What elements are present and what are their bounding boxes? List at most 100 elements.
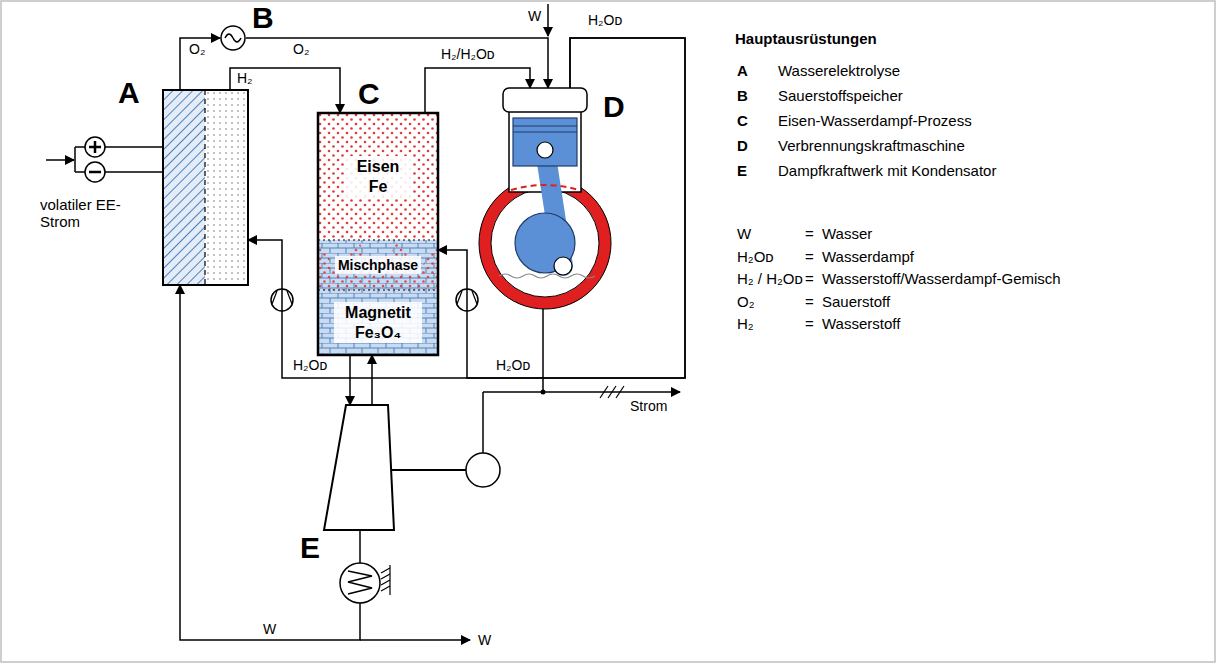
flow-label: Strom <box>630 398 667 414</box>
iron-fill <box>318 113 438 240</box>
piston-ring <box>513 132 577 133</box>
water-feed <box>547 4 549 36</box>
cooling-fin <box>381 574 390 579</box>
flow-label: W <box>478 632 491 648</box>
condenser-circle <box>340 563 380 603</box>
stream-label: H₂ <box>236 71 254 86</box>
minus-terminal <box>85 162 105 182</box>
zone-ground <box>318 113 438 240</box>
zone-border <box>318 239 438 240</box>
power-output <box>483 391 680 393</box>
flow-connector <box>349 355 351 405</box>
box-outline <box>163 90 248 285</box>
zone-label: Mischphase <box>335 256 421 274</box>
storage-circle <box>221 26 245 50</box>
stream-label: O₂ <box>188 42 206 57</box>
legend-text: = <box>805 270 814 287</box>
iron-zone: Eisen Fe <box>318 113 438 240</box>
legend-text: H₂Oᴅ <box>737 248 774 265</box>
iron-tongues <box>318 240 438 290</box>
piston <box>513 118 577 166</box>
three-phase-mark <box>600 386 608 398</box>
zone-label: Eisen Fe <box>344 156 412 196</box>
cooling-fin <box>381 580 390 585</box>
three-phase-mark <box>616 386 624 398</box>
legend-text: C <box>737 112 748 129</box>
compressor-blade <box>287 291 292 304</box>
membrane-line <box>204 90 205 285</box>
exhaust-line <box>359 530 361 563</box>
compressor-blade <box>272 291 277 304</box>
legend-text: O₂ <box>737 293 755 310</box>
oxygen-storage-symbol: B <box>220 25 246 51</box>
flow-label: H₂Oᴅ <box>588 12 622 28</box>
legend-text: D <box>737 137 748 154</box>
node-letter: B <box>252 3 274 33</box>
power-line <box>482 392 484 453</box>
legend-text: Verbrennungskraftmaschine <box>778 137 965 154</box>
plus-sign <box>94 141 97 153</box>
node-letter: E <box>300 533 320 563</box>
flow-connector <box>371 355 373 405</box>
flow-connector <box>438 38 685 378</box>
legend-text: Wasserstoff <box>822 315 900 332</box>
node-letter: D <box>603 92 625 122</box>
plus-terminal <box>85 137 105 157</box>
stream-label: H₂Oᴅ <box>292 358 328 373</box>
cooling-fin <box>381 586 390 591</box>
zone-label: Magnetit Fe₃O₄ <box>334 302 422 342</box>
legend-text: Dampfkraftwerk mit Kondensator <box>778 162 996 179</box>
flow-label: volatiler EE-Strom <box>40 196 135 231</box>
node-figure <box>220 25 246 51</box>
cathode-hatch <box>163 90 205 285</box>
legend-text: H₂ / H₂Oᴅ <box>737 270 803 287</box>
flow-connector <box>246 38 548 88</box>
legend-text: B <box>737 87 748 104</box>
wire-line <box>105 146 163 148</box>
flow-label: W <box>528 8 541 24</box>
zone-border <box>318 289 438 290</box>
cylinder-head <box>503 88 587 112</box>
oil-level <box>499 274 595 278</box>
compressor-blade <box>472 291 477 304</box>
legend-text: Wasser <box>822 225 872 242</box>
steam-turbine-figure: E <box>318 405 403 605</box>
junction-dot <box>541 390 546 395</box>
compressor-blade <box>457 291 462 304</box>
legend-text: = <box>805 225 814 242</box>
stream-label: H₂Oᴅ <box>495 358 531 373</box>
node-letter: C <box>358 79 380 109</box>
piston-ring <box>513 126 577 127</box>
wire-line <box>75 171 85 173</box>
legend-text: Sauerstoff <box>822 293 890 310</box>
legend-text: Hauptausrüstungen <box>735 30 877 47</box>
flow-connector <box>248 38 685 378</box>
legend-text: H₂ <box>737 315 754 332</box>
legend-text: Sauerstoffspeicher <box>778 87 903 104</box>
legend-text: = <box>805 315 814 332</box>
node-letter: A <box>118 78 140 108</box>
stream-label: H₂/H₂Oᴅ <box>440 47 496 62</box>
stream-label: W <box>262 622 277 637</box>
legend-text: Wasserdampf <box>822 248 914 265</box>
legend-text: A <box>737 62 748 79</box>
box-outline <box>318 113 438 355</box>
electrolyser-box: A <box>163 90 248 285</box>
power-bus <box>74 147 76 172</box>
reactor-box: CEisen FeMischphaseMagnetit Fe₃O₄ <box>318 113 438 355</box>
condensate-line <box>359 603 361 605</box>
wire-line <box>105 171 163 173</box>
legend-text: = <box>805 248 814 265</box>
legend-text: Wasserstoff/Wasserdampf-Gemisch <box>822 270 1061 287</box>
node-figure <box>318 405 403 605</box>
power-input <box>46 159 74 161</box>
cooling-fin <box>381 568 390 573</box>
minus-sign <box>89 171 101 174</box>
turbine-body <box>324 405 394 530</box>
water-output <box>360 639 470 641</box>
generator-symbol <box>466 453 500 487</box>
legend-text: Wasserelektrolyse <box>778 62 900 79</box>
cooling-fin <box>389 565 390 595</box>
condenser-coil <box>348 571 372 594</box>
